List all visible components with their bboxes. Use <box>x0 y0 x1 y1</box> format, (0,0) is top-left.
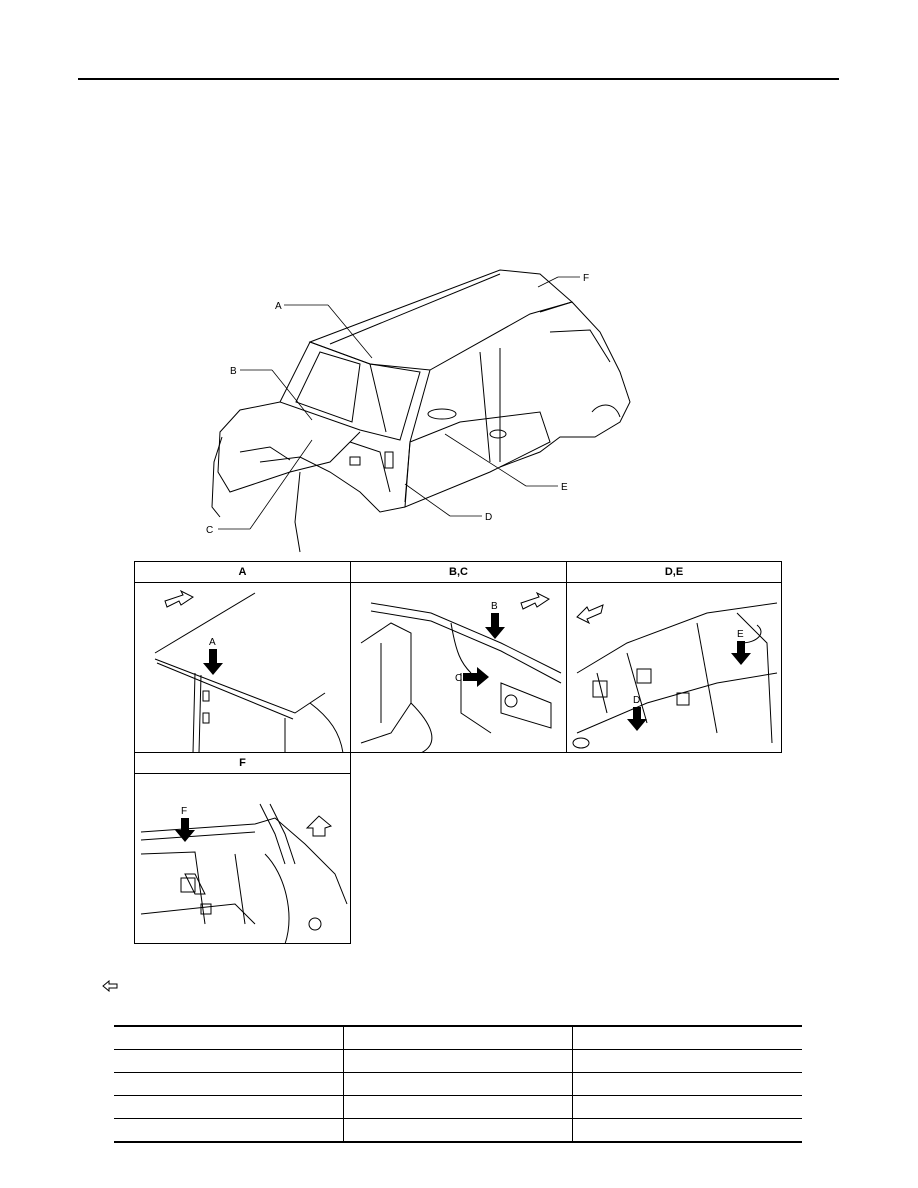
arrow-label-d: D <box>633 695 640 706</box>
detail-a-illustration: A <box>154 589 344 754</box>
table-cell <box>114 1049 344 1073</box>
rear-arrow-icon <box>305 815 333 837</box>
front-arrow-icon <box>102 980 118 992</box>
front-arrow-icon <box>164 589 194 608</box>
table-cell <box>572 1049 802 1073</box>
data-table <box>114 1025 802 1143</box>
header-rule <box>78 78 839 80</box>
front-arrow-icon <box>576 604 604 625</box>
arrow-label-e: E <box>737 629 744 640</box>
arrow-label-c: C <box>455 673 462 684</box>
panel-title: F <box>135 753 350 774</box>
panel-title: B,C <box>351 562 566 583</box>
down-arrow-icon <box>175 818 195 842</box>
front-arrow-icon <box>520 591 550 610</box>
table-cell <box>114 1118 344 1143</box>
down-arrow-icon <box>485 613 505 639</box>
detail-panel-f: F F <box>134 752 351 945</box>
arrow-label-a: A <box>209 637 216 648</box>
down-arrow-icon <box>731 641 751 665</box>
right-arrow-icon <box>463 667 489 687</box>
callout-d: D <box>485 512 492 523</box>
table-cell <box>572 1072 802 1096</box>
down-arrow-icon <box>627 707 647 731</box>
table-cell <box>342 1049 573 1073</box>
detail-panel-de: D,E D E <box>567 562 781 752</box>
detail-de-illustration: D E <box>572 602 778 749</box>
panel-title: D,E <box>567 562 781 583</box>
detail-panel-a: A A <box>135 562 351 754</box>
panel-title: A <box>135 562 350 583</box>
callout-e: E <box>561 482 568 493</box>
callout-f: F <box>583 273 589 284</box>
callout-a: A <box>275 301 282 312</box>
table-row <box>114 1072 802 1096</box>
detail-f-illustration: F <box>140 803 348 945</box>
detail-panel-bc: B,C B C <box>351 562 567 754</box>
down-arrow-icon <box>203 649 223 675</box>
table-cell <box>342 1072 573 1096</box>
table-row <box>114 1049 802 1073</box>
table-cell <box>572 1118 802 1143</box>
table-row <box>114 1025 802 1050</box>
table-cell <box>572 1025 802 1050</box>
callout-c: C <box>206 525 213 536</box>
table-cell <box>342 1095 573 1119</box>
table-cell <box>342 1118 573 1143</box>
arrow-label-b: B <box>491 601 498 612</box>
table-cell <box>572 1095 802 1119</box>
table-cell <box>114 1025 344 1050</box>
callout-b: B <box>230 366 237 377</box>
table-row <box>114 1118 802 1143</box>
arrow-label-f: F <box>181 806 187 817</box>
table-cell <box>342 1025 573 1050</box>
table-cell <box>114 1095 344 1119</box>
detail-panels-row: A A B,C <box>134 561 782 754</box>
table-row <box>114 1095 802 1119</box>
detail-bc-illustration: B C <box>360 591 562 754</box>
table-cell <box>114 1072 344 1096</box>
vehicle-body-illustration: A B C D E F <box>206 269 631 553</box>
